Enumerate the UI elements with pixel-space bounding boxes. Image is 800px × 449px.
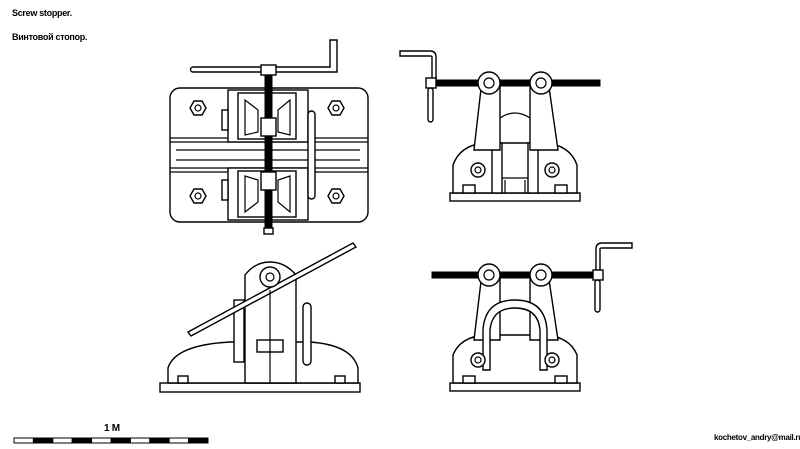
rear-view xyxy=(431,242,633,392)
side-view xyxy=(159,242,361,393)
scale-bar-segment xyxy=(32,437,54,444)
scale-bar-segment xyxy=(188,437,209,444)
title-english: Screw stopper. xyxy=(12,8,72,18)
scale-bar-segment xyxy=(110,437,131,444)
title-russian: Винтовой стопор. xyxy=(12,32,88,42)
top-view xyxy=(169,39,369,235)
scale-bar-segment xyxy=(52,437,73,444)
scale-bar-segment xyxy=(71,437,93,444)
scale-bar xyxy=(13,437,209,444)
author-email: kochetov_andry@mail.ru xyxy=(714,433,800,442)
scale-bar-segment xyxy=(13,437,34,444)
scale-bar-segment xyxy=(168,437,190,444)
scale-bar-segment xyxy=(129,437,151,444)
scale-bar-segment xyxy=(91,437,112,444)
scale-bar-label: 1 M xyxy=(104,423,120,434)
scale-bar-segment xyxy=(149,437,170,444)
front-view xyxy=(399,50,601,202)
hex-nut-icon xyxy=(189,100,345,204)
